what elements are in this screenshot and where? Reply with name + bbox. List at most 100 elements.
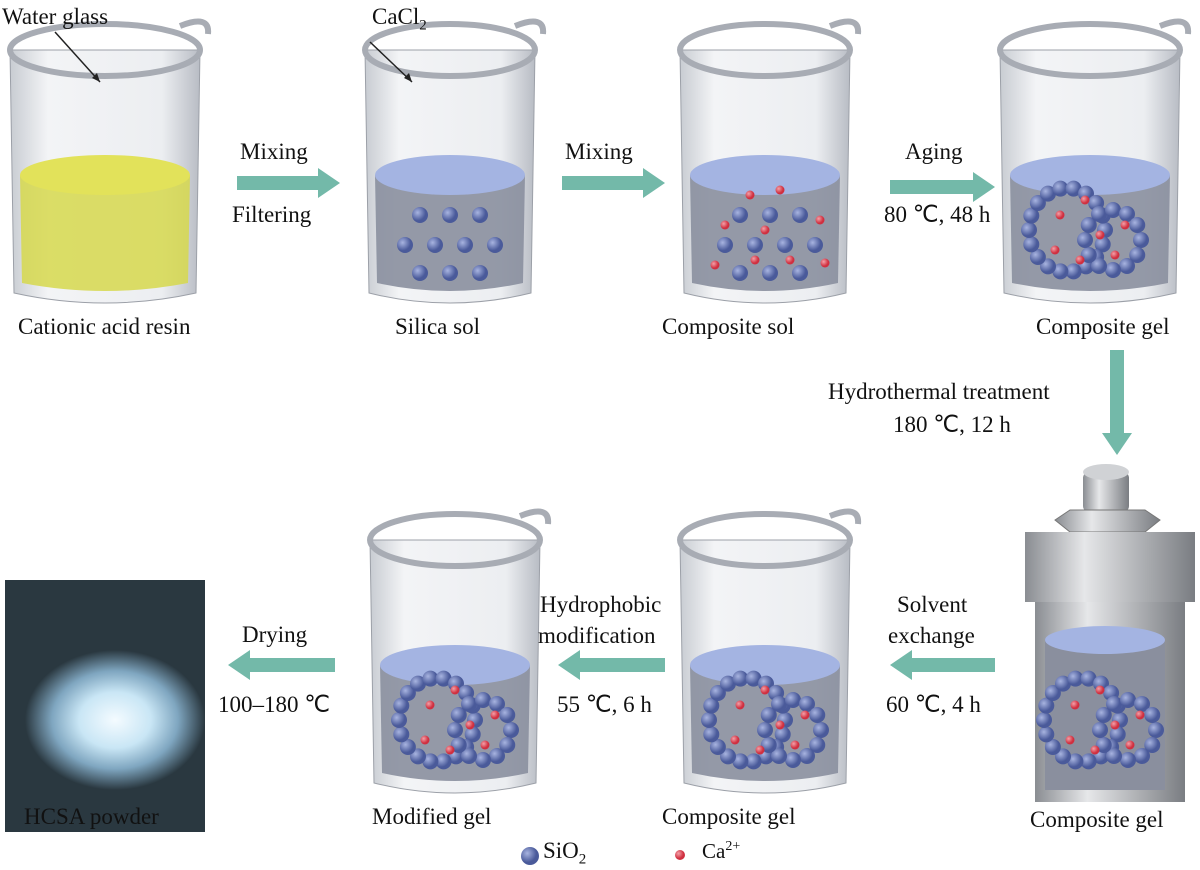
ca-ion <box>755 745 765 755</box>
sio2-particle <box>774 726 791 743</box>
ca-ion <box>1135 710 1145 720</box>
label-composite-gel-exchanged: Composite gel <box>662 804 796 829</box>
sio2-particle <box>487 237 503 253</box>
sio2-particle <box>720 675 736 692</box>
beaker-water-glass <box>7 18 212 304</box>
ca-ion <box>1065 735 1075 745</box>
step-mixing-2: Mixing <box>565 139 633 164</box>
sio2-particle <box>762 207 778 223</box>
pointer-cacl2 <box>369 41 413 83</box>
label-composite-sol: Composite sol <box>662 314 795 339</box>
sio2-particle <box>435 670 452 687</box>
legend-ca-icon <box>675 850 685 860</box>
sio2-particle <box>1080 753 1097 770</box>
sio2-particle <box>1044 685 1061 702</box>
sio2-particle <box>393 726 410 743</box>
ca-ion <box>720 220 730 230</box>
sio2-particle <box>1021 222 1037 238</box>
ca-ion <box>1095 685 1105 695</box>
ca-ion <box>785 255 795 265</box>
sio2-particle <box>1119 257 1135 274</box>
step-modification: modification <box>538 623 656 648</box>
sio2-particle <box>1044 738 1061 755</box>
ca-ion <box>1055 210 1065 220</box>
legend-sio2: SiO2 <box>543 838 587 868</box>
sio2-particle <box>1129 217 1146 233</box>
sio2-particle <box>701 712 717 728</box>
sio2-particle <box>777 237 793 253</box>
sio2-particle <box>1148 722 1164 738</box>
label-cationic-acid-resin: Cationic acid resin <box>18 314 191 339</box>
step-exchange: exchange <box>888 623 975 648</box>
ca-ion <box>450 685 460 695</box>
sio2-particle <box>499 707 516 723</box>
sio2-particle <box>703 726 720 743</box>
sio2-particle <box>1023 236 1040 253</box>
sio2-particle <box>475 692 491 708</box>
sio2-particle <box>760 737 777 753</box>
ca-ion <box>745 190 755 200</box>
sio2-particle <box>1119 206 1135 223</box>
sio2-particle <box>397 237 413 253</box>
sio2-particle <box>412 265 428 281</box>
step-filtering: Filtering <box>232 202 312 227</box>
sio2-particle <box>1109 726 1126 743</box>
sio2-particle <box>1095 707 1112 723</box>
sio2-particle <box>1105 202 1121 218</box>
sio2-particle <box>1023 207 1040 224</box>
step-drying-conditions: 100–180 ℃ <box>218 692 331 717</box>
sio2-particle <box>1144 707 1161 723</box>
sio2-particle <box>1105 262 1121 278</box>
sio2-particle <box>393 697 410 714</box>
sio2-particle <box>422 753 439 770</box>
label-composite-gel-autoclave: Composite gel <box>1030 807 1164 832</box>
sio2-particle <box>1134 696 1150 713</box>
ca-ion <box>815 215 825 225</box>
ca-ion <box>480 740 490 750</box>
step-hydrophobic: Hydrophobic <box>540 592 662 617</box>
arrow-step-6 <box>558 650 665 680</box>
sio2-particle <box>1134 747 1150 764</box>
ca-ion <box>1075 255 1085 265</box>
sio2-particle <box>1106 747 1122 764</box>
sio2-particle <box>435 753 452 770</box>
sio2-particle <box>1029 248 1046 265</box>
sio2-particle <box>1092 722 1108 738</box>
label-water-glass: Water glass <box>2 4 109 29</box>
sio2-particle <box>1120 752 1136 768</box>
sio2-particle <box>809 707 826 723</box>
step-aging-conditions: 80 ℃, 48 h <box>884 202 991 227</box>
sio2-particle <box>785 692 801 708</box>
sio2-particle <box>1040 258 1056 275</box>
sio2-particle <box>1055 748 1071 765</box>
ca-ion <box>1095 230 1105 240</box>
sio2-particle <box>1065 180 1082 197</box>
sio2-particle <box>1038 697 1055 714</box>
sio2-particle <box>1052 180 1069 197</box>
sio2-particle <box>464 726 481 743</box>
ca-ion <box>490 710 500 720</box>
arrow-step-3 <box>890 172 995 202</box>
sio2-particle <box>745 670 762 687</box>
sio2-particle <box>762 265 778 281</box>
sio2-particle <box>410 748 426 765</box>
sio2-particle <box>1055 675 1071 692</box>
sio2-particle <box>1052 263 1069 280</box>
sio2-particle <box>499 737 516 753</box>
step-hydrothermal: Hydrothermal treatment <box>828 379 1050 404</box>
sio2-particle <box>1036 712 1052 728</box>
ca-ion <box>735 700 745 710</box>
ca-ion <box>760 685 770 695</box>
sio2-particle <box>427 237 443 253</box>
ca-ion <box>420 735 430 745</box>
sio2-particle <box>442 207 458 223</box>
legend-ca: Ca2+ <box>702 839 741 863</box>
ca-ion <box>445 745 455 755</box>
arrow-step-5 <box>890 650 995 680</box>
sio2-particle <box>732 753 749 770</box>
ca-ion <box>775 185 785 195</box>
ca-ion <box>1090 745 1100 755</box>
sio2-particle <box>813 722 829 738</box>
sio2-particle <box>760 707 777 723</box>
